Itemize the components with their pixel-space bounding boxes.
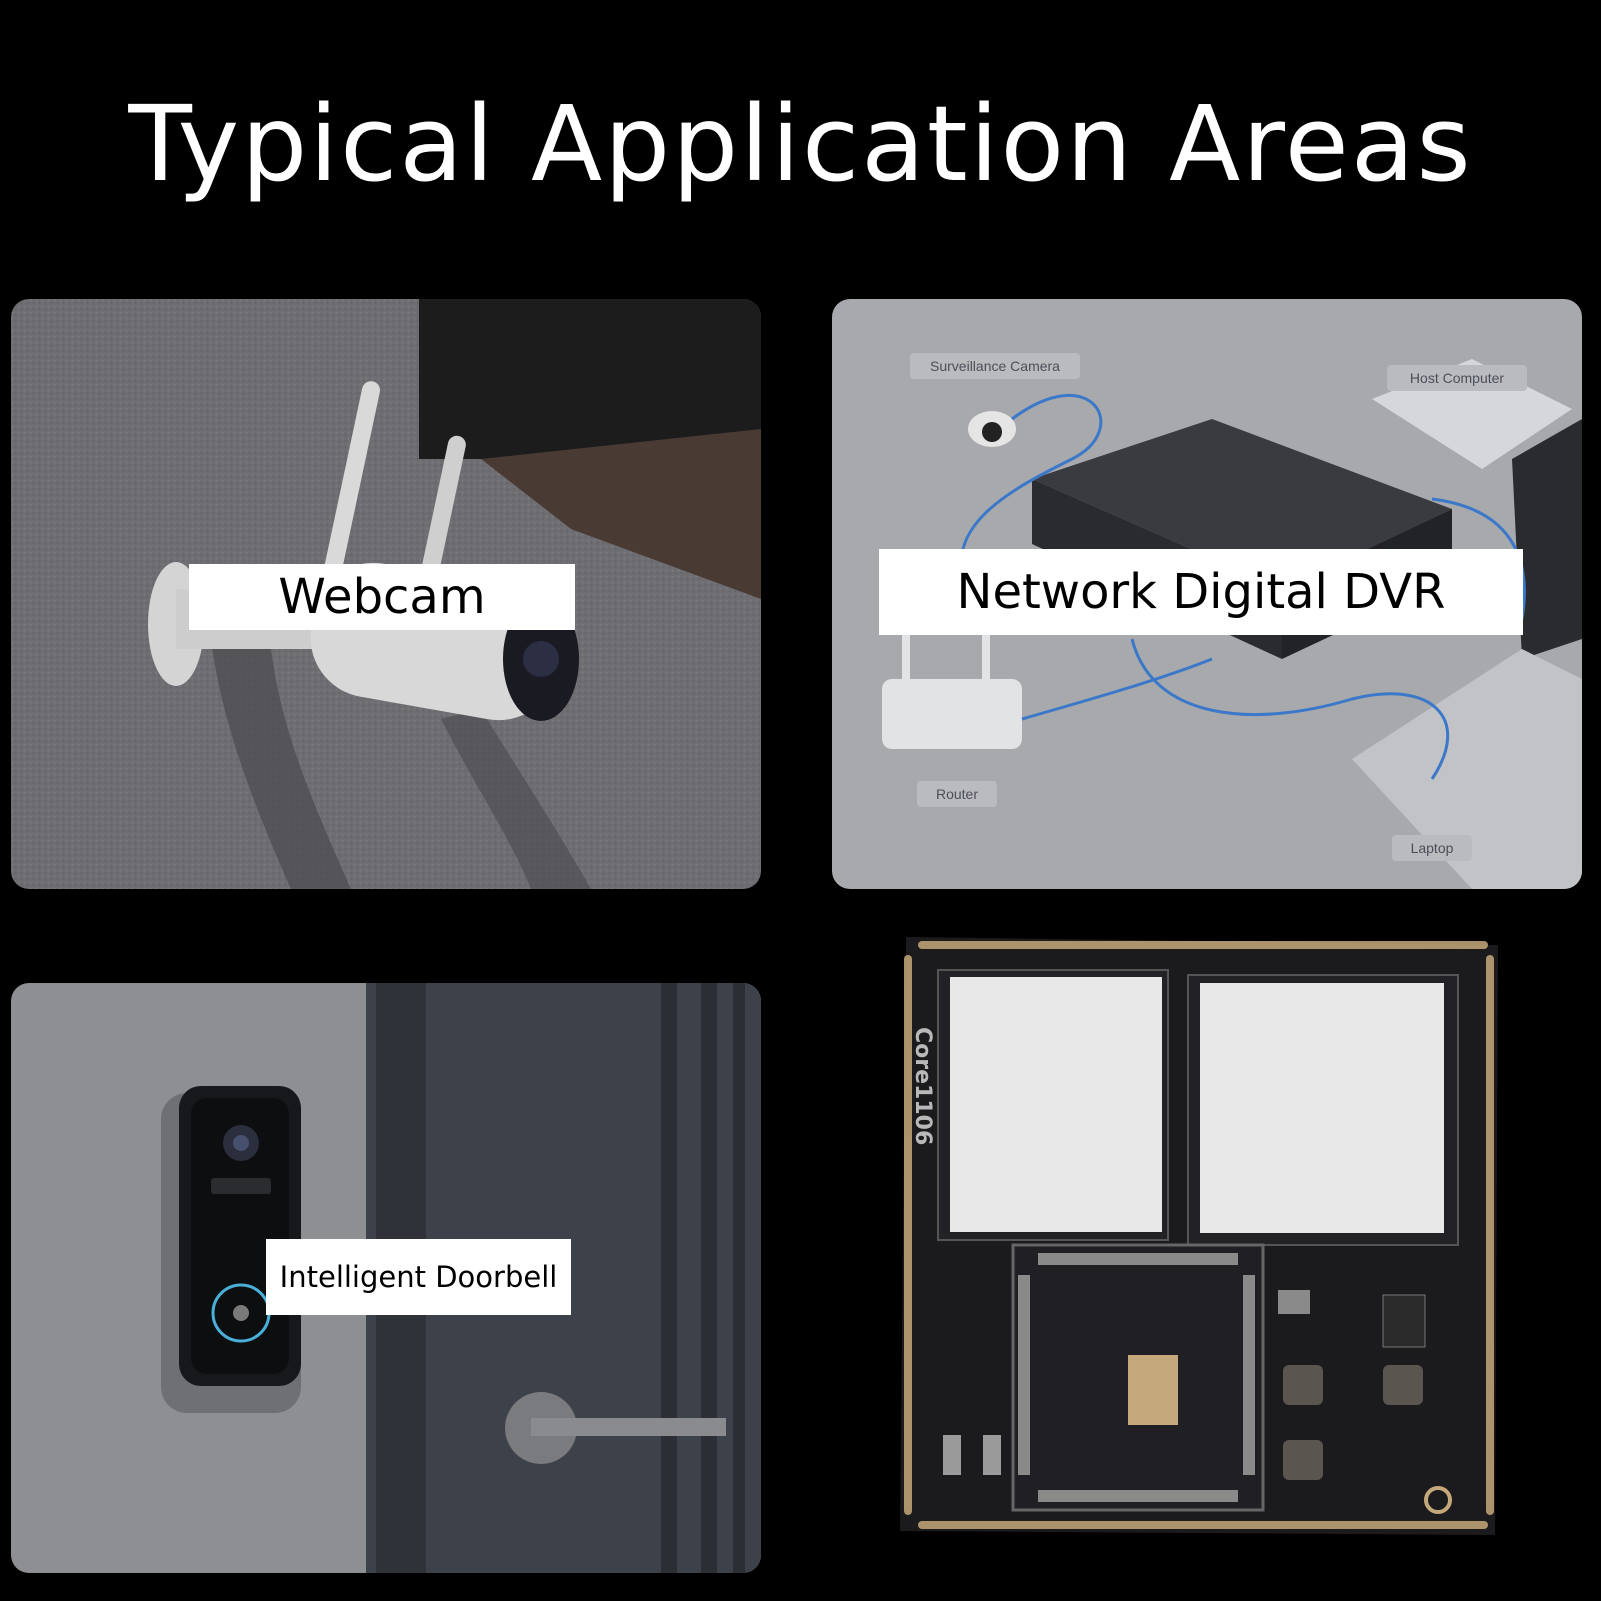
page-title: Typical Application Areas <box>128 83 1473 205</box>
laptop-tag: Laptop <box>1411 840 1454 856</box>
module-marking: Core1106 <box>910 1027 935 1145</box>
host-computer-tag: Host Computer <box>1410 370 1504 386</box>
core-module-image: Core1106 <box>898 935 1503 1540</box>
doorbell-label: Intelligent Doorbell <box>266 1239 571 1315</box>
doorbell-panel: Intelligent Doorbell <box>11 983 761 1573</box>
dvr-panel: Surveillance Camera Host Computer Router… <box>832 299 1582 889</box>
webcam-label: Webcam <box>189 564 575 630</box>
surveillance-camera-tag: Surveillance Camera <box>930 358 1060 374</box>
dvr-label: Network Digital DVR <box>879 549 1523 635</box>
router-tag: Router <box>936 786 978 802</box>
webcam-panel: Webcam <box>11 299 761 889</box>
